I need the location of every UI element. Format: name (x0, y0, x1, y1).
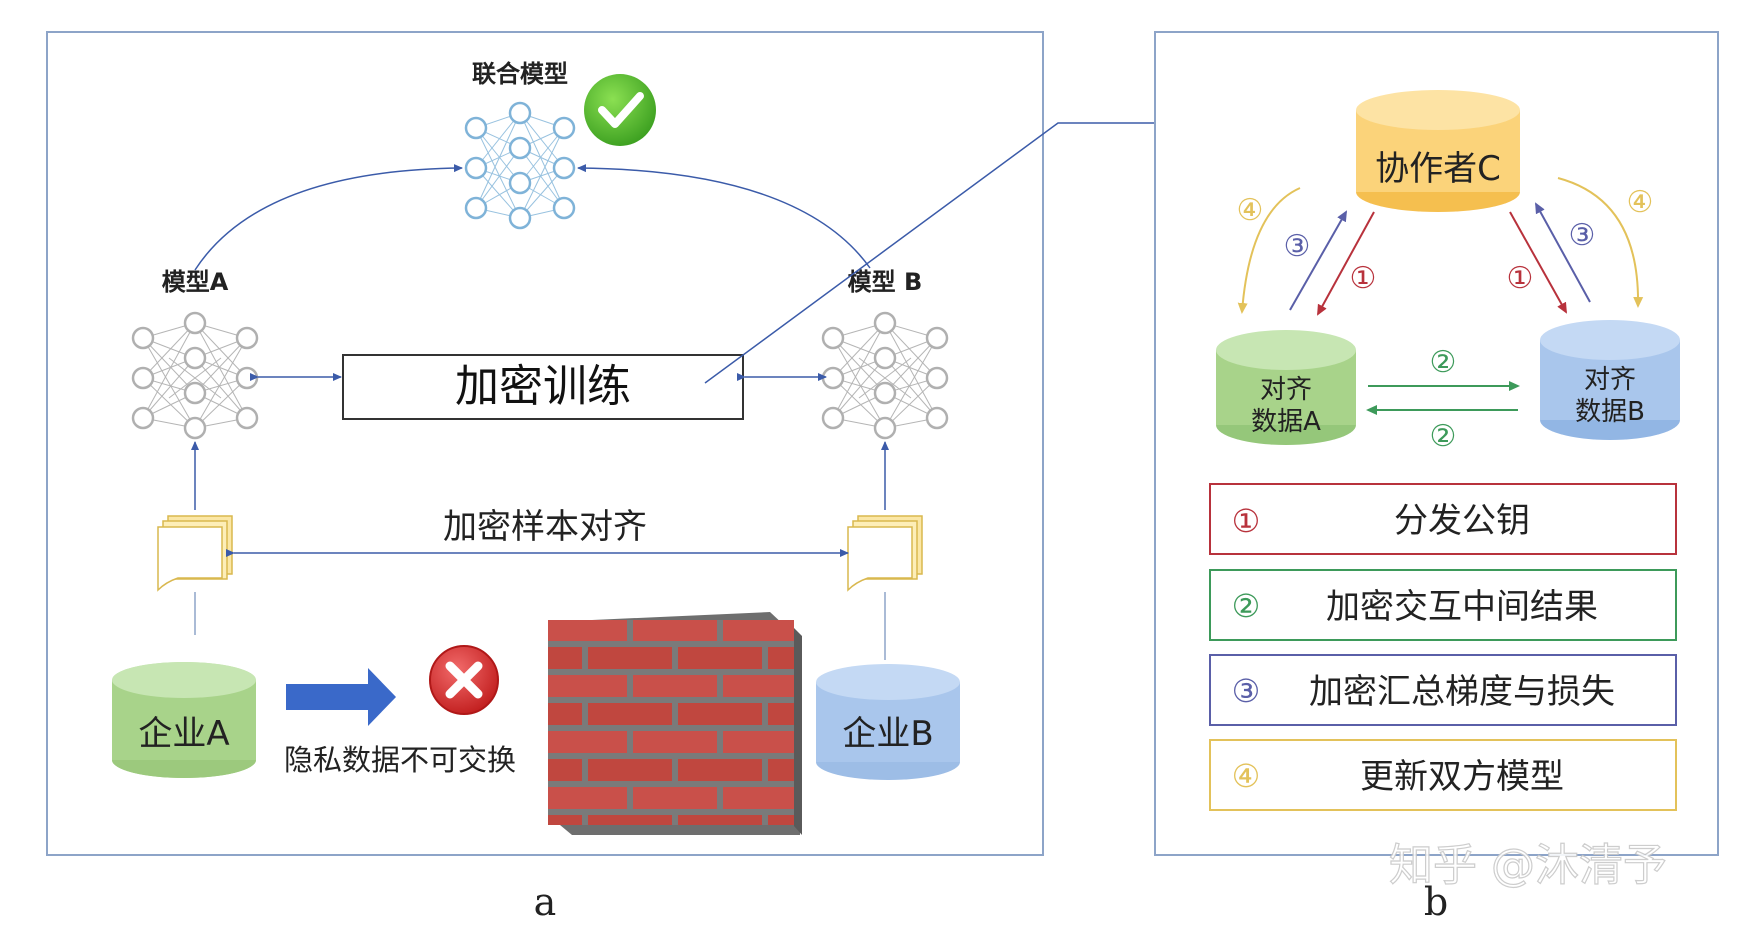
aligned-data-b-line1: 对齐 (1584, 365, 1636, 395)
joint-model-label: 联合模型 (472, 60, 568, 88)
arrow-update-model-a (1237, 187, 1301, 314)
coordinator-database-icon (1356, 90, 1520, 212)
step-two-marker-bottom: ② (1430, 419, 1457, 454)
privacy-label: 隐私数据不可交换 (284, 743, 516, 777)
legend-marker-2: ② (1232, 587, 1261, 625)
joint-model-network-icon (464, 101, 576, 230)
company-a-database-icon (112, 662, 256, 778)
company-b-label: 企业B (842, 714, 933, 754)
zoom-connector-line (704, 122, 1155, 384)
step-one-marker-right: ① (1507, 261, 1534, 296)
forbidden-x-icon (429, 645, 499, 715)
caption-b: b (1424, 880, 1448, 924)
step-two-marker-top: ② (1430, 345, 1457, 380)
panel-a-frame (46, 31, 1044, 856)
company-b-database-icon (816, 664, 960, 780)
legend-marker-3: ③ (1232, 672, 1261, 710)
step-three-marker-right: ③ (1569, 218, 1596, 253)
caption-a: a (534, 880, 557, 924)
coordinator-label: 协作者C (1375, 149, 1501, 189)
arrow-key-c-to-a (1317, 211, 1375, 316)
panel-b-frame (1154, 31, 1719, 856)
step-one-marker-left: ① (1350, 261, 1377, 296)
step-four-marker-left: ④ (1237, 193, 1264, 228)
watermark: 知乎 @沐清予 (1389, 840, 1667, 891)
legend-row-1: ① 分发公钥 (1209, 483, 1677, 555)
model-a-label: 模型A (162, 268, 229, 296)
model-b-network-icon (821, 311, 949, 440)
encrypted-training-label: 加密训练 (455, 361, 631, 412)
encrypted-training-box (342, 354, 744, 420)
aligned-data-b-database-icon (1540, 320, 1680, 440)
legend-text-1: 分发公钥 (1394, 501, 1530, 541)
company-a-label: 企业A (138, 714, 229, 754)
arc-model-a-to-joint (194, 164, 463, 271)
legend-row-3: ③ 加密汇总梯度与损失 (1209, 654, 1677, 726)
step-three-marker-left: ③ (1284, 229, 1311, 264)
documents-b-icon (847, 515, 923, 592)
arrow-update-model-b (1557, 177, 1644, 308)
legend-text-3: 加密汇总梯度与损失 (1309, 672, 1615, 712)
model-b-label: 模型 B (848, 268, 923, 296)
arrow-gradient-b-to-c (1535, 202, 1591, 303)
sample-alignment-label: 加密样本对齐 (443, 507, 647, 547)
documents-a-icon (157, 515, 233, 592)
model-a-network-icon (131, 311, 259, 440)
step-four-marker-right: ④ (1627, 185, 1654, 220)
arrow-gradient-a-to-c (1289, 210, 1347, 311)
legend-text-4: 更新双方模型 (1360, 757, 1564, 797)
aligned-data-a-database-icon (1216, 330, 1356, 445)
aligned-data-b-line2: 数据B (1575, 397, 1645, 427)
legend-row-4: ④ 更新双方模型 (1209, 739, 1677, 811)
legend-marker-4: ④ (1232, 757, 1261, 795)
aligned-data-a-line1: 对齐 (1260, 375, 1312, 405)
legend-text-2: 加密交互中间结果 (1326, 587, 1598, 627)
arrow-key-c-to-b (1509, 211, 1567, 314)
firewall-brick-wall-icon (548, 612, 802, 835)
aligned-data-a-line2: 数据A (1251, 407, 1321, 437)
arc-model-b-to-joint (577, 164, 871, 269)
legend-marker-1: ① (1232, 502, 1261, 540)
legend-row-2: ② 加密交互中间结果 (1209, 569, 1677, 641)
check-icon (584, 74, 656, 146)
blocked-transfer-arrow-icon (286, 668, 396, 726)
